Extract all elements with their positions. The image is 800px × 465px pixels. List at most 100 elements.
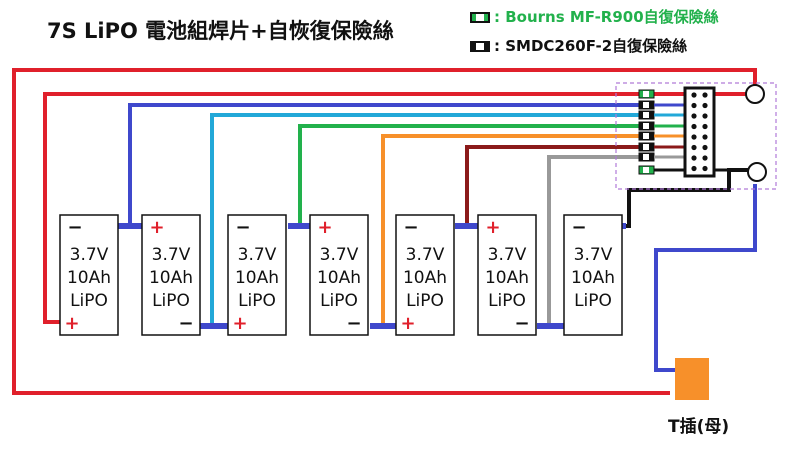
legend-black: : SMDC260F-2自復保險絲 xyxy=(470,35,687,56)
cell-chem-label: LiPO xyxy=(152,291,190,311)
cell-body xyxy=(141,214,201,336)
negative-output-terminal[interactable] xyxy=(747,162,767,182)
cell-capacity-label: 10Ah xyxy=(235,268,279,288)
connector-pin xyxy=(702,123,708,130)
cell-body xyxy=(395,214,455,336)
cell-voltage-label: 3.7V xyxy=(152,245,191,265)
cell-chem-label: LiPO xyxy=(320,291,358,311)
cell-bottom-terminal-sign: + xyxy=(64,313,79,334)
legend-black-text: : SMDC260F-2自復保險絲 xyxy=(494,37,688,55)
fuse-smdc xyxy=(638,100,655,110)
fuse-bourns xyxy=(638,89,655,99)
fuse-window xyxy=(643,102,649,108)
cell-chem-label: LiPO xyxy=(70,291,108,311)
cell-body xyxy=(59,214,119,336)
cell-capacity-label: 10Ah xyxy=(403,268,447,288)
balance-wire-6 xyxy=(547,155,646,326)
legend-green: : Bourns MF-R900自復保險絲 xyxy=(470,6,719,27)
cell-voltage-label: 3.7V xyxy=(70,245,109,265)
cell-1-positive-wire xyxy=(43,92,749,324)
cell-group: 3.7V10AhLiPO−+3.7V10AhLiPO+−3.7V10AhLiPO… xyxy=(59,214,623,336)
balance-connector xyxy=(683,86,716,178)
plug-label: T插(母) xyxy=(668,417,730,437)
balance-wire-3 xyxy=(298,124,646,226)
fuse-board xyxy=(615,82,777,190)
connector-pin xyxy=(702,134,708,140)
cell-bottom-terminal-sign: + xyxy=(400,313,415,334)
fuse-smdc xyxy=(638,142,655,152)
cell-top-terminal-sign: + xyxy=(485,217,500,238)
pack-positive-wire xyxy=(12,68,757,395)
cell-chem-label: LiPO xyxy=(488,291,526,311)
cell-capacity-label: 10Ah xyxy=(149,268,193,288)
connector-pins xyxy=(691,92,708,172)
cell-capacity-label: 10Ah xyxy=(485,268,529,288)
fuse-bourns xyxy=(638,165,655,175)
connector-pin xyxy=(702,144,708,151)
connector-pin xyxy=(691,144,697,151)
connector-pin xyxy=(691,102,697,109)
connector-pin xyxy=(702,165,708,172)
fuse-window xyxy=(643,123,649,129)
cell-chem-label: LiPO xyxy=(238,291,276,311)
cell-bottom-terminal-sign: − xyxy=(514,313,529,334)
cell-bottom-terminal-sign: + xyxy=(232,313,247,334)
cell-top-terminal-sign: − xyxy=(571,217,586,238)
cell-top-terminal-sign: − xyxy=(67,217,82,238)
green-fuse-swatch-icon xyxy=(470,12,490,23)
fuse-window xyxy=(643,154,649,160)
black-fuse-swatch-icon xyxy=(470,41,490,52)
connector-pin xyxy=(691,113,697,119)
balance-wire-5 xyxy=(465,145,646,226)
fuse-smdc xyxy=(638,110,655,120)
cell-top-terminal-sign: + xyxy=(317,217,332,238)
connector-pin xyxy=(702,102,708,109)
cell-voltage-label: 3.7V xyxy=(574,245,613,265)
connector-pin xyxy=(691,165,697,172)
connector-pin xyxy=(691,134,697,140)
balance-wire-4 xyxy=(381,134,646,326)
plug-negative-wire xyxy=(654,184,757,372)
cell-top-terminal-sign: − xyxy=(235,217,250,238)
connector-pin xyxy=(702,113,708,119)
legend-green-text: : Bourns MF-R900自復保險絲 xyxy=(494,8,719,26)
cell-voltage-label: 3.7V xyxy=(488,245,527,265)
connector-pin xyxy=(702,92,708,98)
fuse-window xyxy=(643,91,649,97)
connector-pin xyxy=(691,155,697,161)
fuse-smdc xyxy=(638,131,655,141)
fuse-smdc xyxy=(638,152,655,162)
cell-capacity-label: 10Ah xyxy=(571,268,615,288)
cell-voltage-label: 3.7V xyxy=(406,245,445,265)
fuse-window xyxy=(643,167,649,173)
cell-capacity-label: 10Ah xyxy=(317,268,361,288)
cell-bottom-terminal-sign: − xyxy=(178,313,193,334)
connector-pin xyxy=(691,123,697,130)
fuse-window xyxy=(643,112,649,118)
positive-output-terminal[interactable] xyxy=(745,84,765,104)
cell-capacity-label: 10Ah xyxy=(67,268,111,288)
fuse-window xyxy=(643,133,649,139)
pack-negative-wire xyxy=(622,168,748,228)
cell-bottom-terminal-sign: − xyxy=(346,313,361,334)
cell-chem-label: LiPO xyxy=(406,291,444,311)
cell-body xyxy=(227,214,287,336)
cell-voltage-label: 3.7V xyxy=(320,245,359,265)
connector-pin xyxy=(691,92,697,98)
cell-body xyxy=(477,214,537,336)
cell-top-terminal-sign: − xyxy=(403,217,418,238)
page-title: 7S LiPO 電池組焊片+自恢復保險絲 xyxy=(47,19,394,43)
fuse-column xyxy=(638,89,729,175)
cell-body xyxy=(563,214,623,336)
cell-voltage-label: 3.7V xyxy=(238,245,277,265)
t-plug-connector[interactable] xyxy=(675,358,709,400)
cell-chem-label: LiPO xyxy=(574,291,612,311)
